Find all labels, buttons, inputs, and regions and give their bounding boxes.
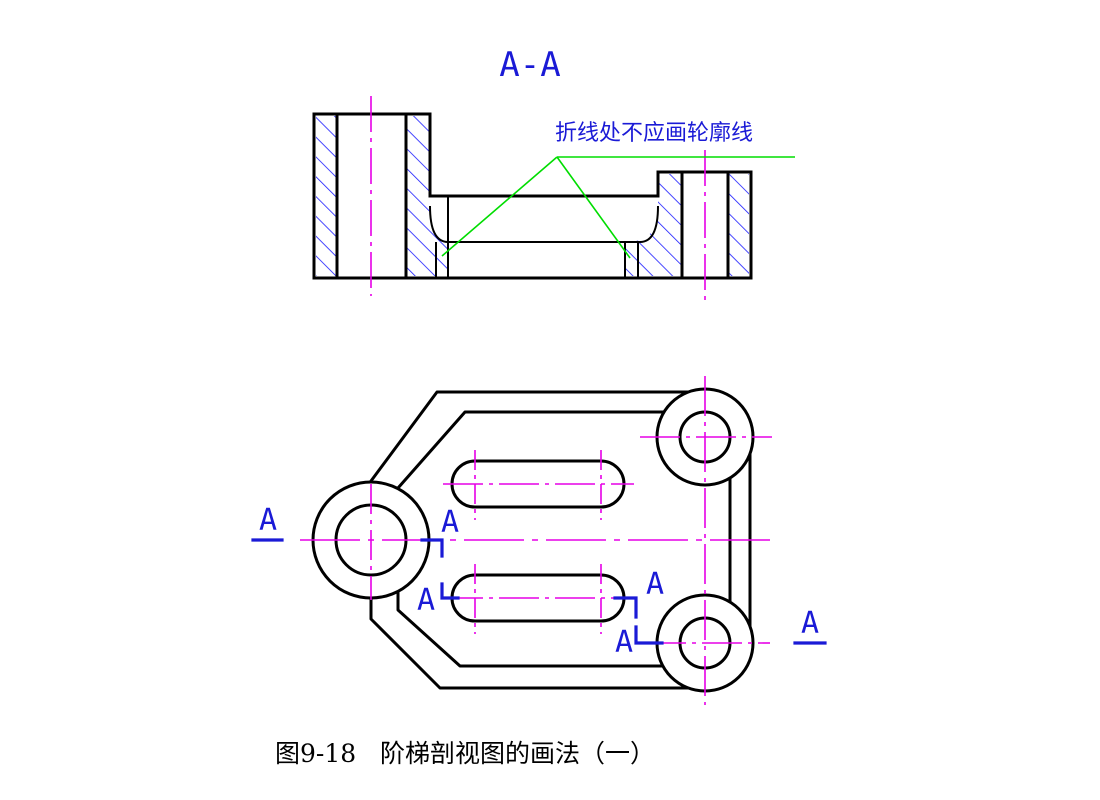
section-view: A-A 折线处不应画轮廓线 xyxy=(312,45,795,302)
hatch-left-wall-outer xyxy=(316,116,336,276)
section-label-corner-1: A xyxy=(441,505,459,540)
figure-caption: 图9-18 阶梯剖视图的画法（一） xyxy=(275,739,655,768)
annotation-leader xyxy=(441,156,795,259)
upper-slot xyxy=(450,459,626,509)
section-centerlines xyxy=(370,96,706,302)
section-label-corner-3: A xyxy=(646,567,664,602)
section-label-corner-4: A xyxy=(615,625,633,660)
annotation-text: 折线处不应画轮廓线 xyxy=(555,121,753,146)
plan-centerlines xyxy=(300,376,778,705)
plan-view: A A A A A A xyxy=(251,376,827,705)
cutting-plane-labels: A A A A A A xyxy=(259,503,819,660)
section-title: A-A xyxy=(499,45,560,85)
cutting-plane-marks xyxy=(251,538,827,645)
section-label-left: A xyxy=(259,503,277,538)
lower-slot xyxy=(450,573,626,623)
section-label-right: A xyxy=(801,606,819,641)
hatch-left-wall-inner xyxy=(406,116,448,276)
section-pocket-lines xyxy=(429,196,659,278)
hatch-right-wall-outer xyxy=(728,174,749,276)
section-outline xyxy=(312,112,753,280)
section-label-corner-2: A xyxy=(417,583,435,618)
hatch-right-wall-inner xyxy=(625,174,682,276)
